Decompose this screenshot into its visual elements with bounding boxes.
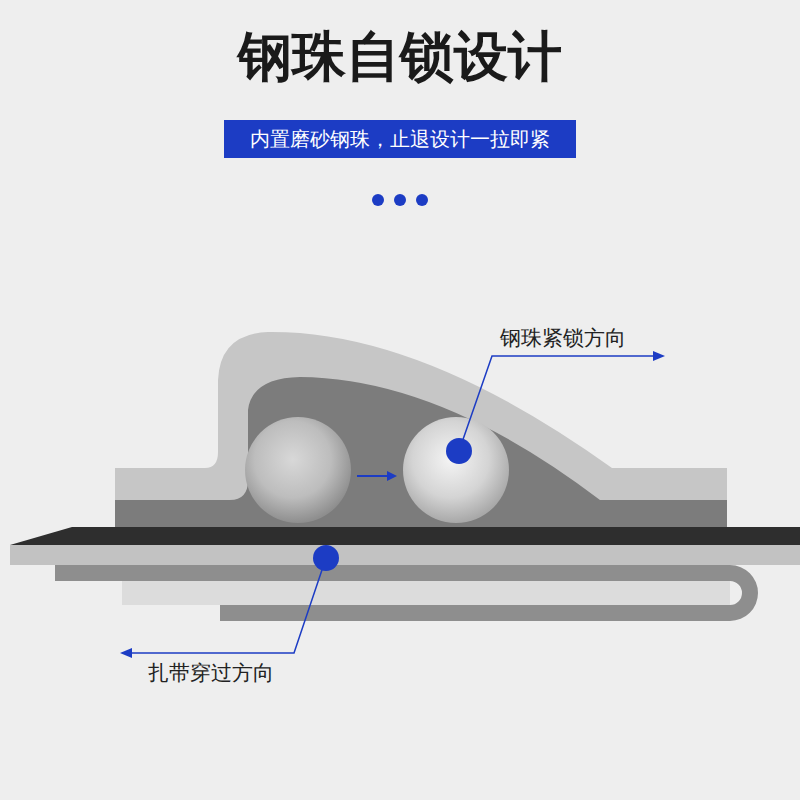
callout-label: 扎带穿过方向 — [146, 659, 276, 687]
strap-mid — [10, 545, 800, 565]
callout-label: 钢珠紧锁方向 — [498, 324, 628, 352]
housing-cavity — [115, 377, 727, 527]
subtitle-band: 内置磨砂钢珠，止退设计一拉即紧 — [224, 120, 576, 158]
strap-fold — [55, 565, 758, 621]
steel-ball — [245, 417, 351, 523]
leader-pass — [120, 545, 339, 658]
subtitle-text: 内置磨砂钢珠，止退设计一拉即紧 — [250, 127, 550, 151]
ball-move-arrow — [357, 471, 397, 481]
decor-dots — [372, 194, 428, 206]
strap-inner — [122, 581, 730, 605]
page-title: 钢珠自锁设计 — [0, 22, 800, 92]
housing-body — [115, 332, 727, 527]
strap-top — [10, 527, 800, 545]
leader-lock — [446, 351, 665, 464]
steel-ball — [403, 417, 509, 523]
